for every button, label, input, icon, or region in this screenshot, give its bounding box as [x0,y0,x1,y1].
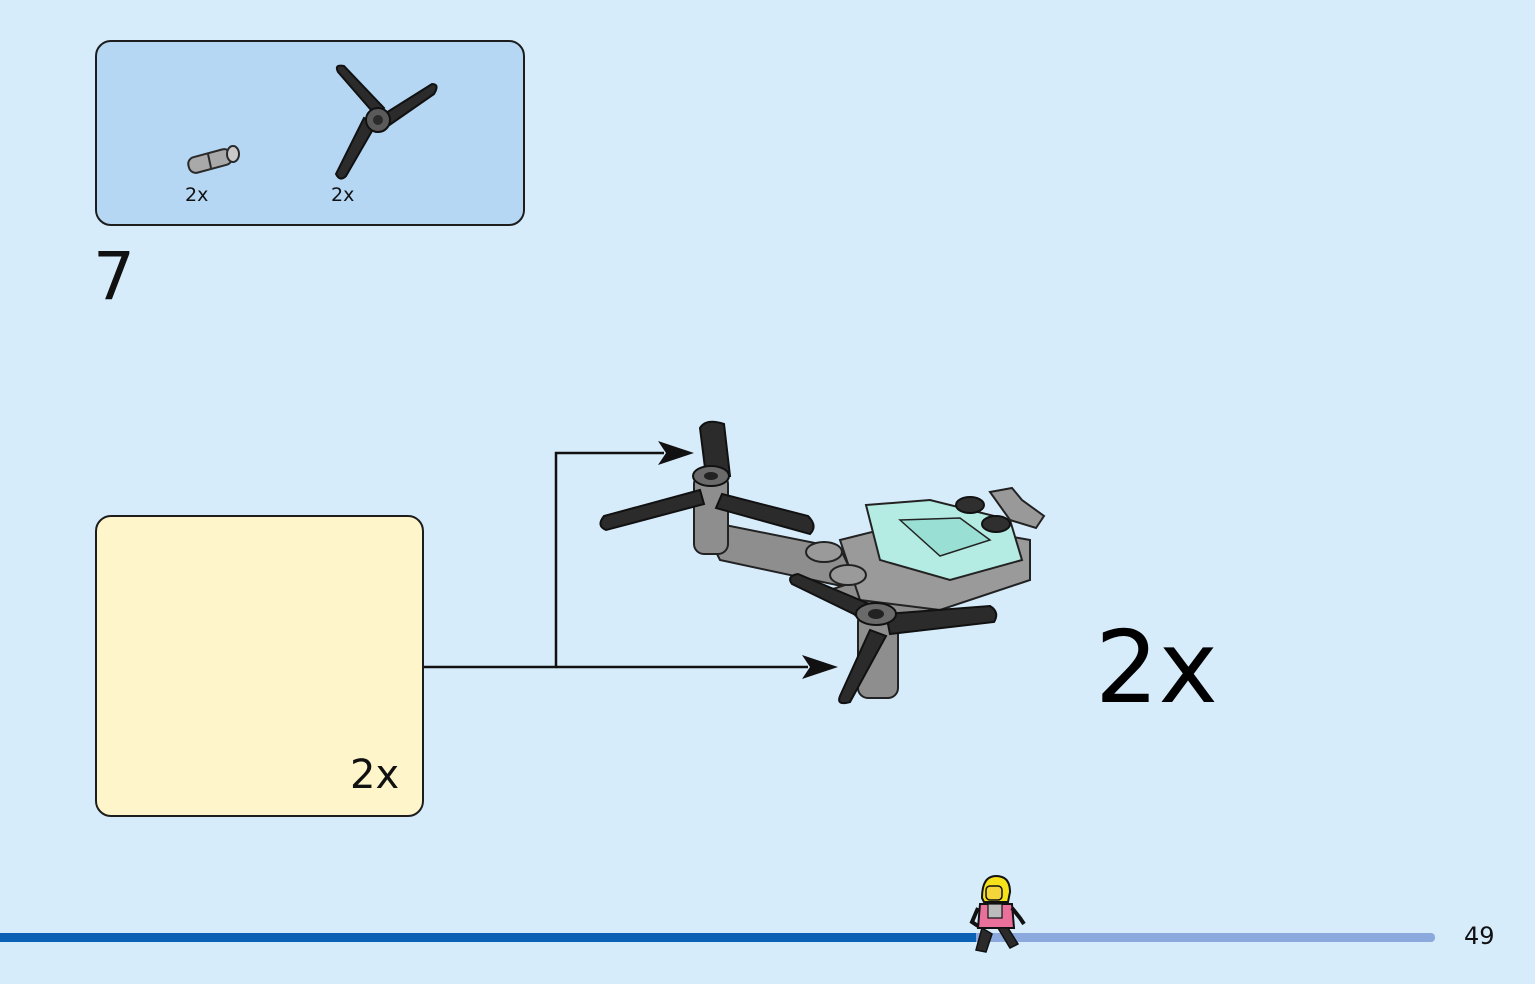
minifigure-progress-icon [969,874,1026,953]
propeller-icon [334,64,438,180]
main-assembly-quantity: 2x [1095,609,1218,726]
drone-model [599,420,1046,705]
pin-icon [187,145,240,174]
progress-bar [0,933,1435,942]
arrow-top [658,441,694,465]
sub-assembly-quantity: 2x [350,752,400,798]
callout-lines [424,441,838,679]
arrow-bottom [802,655,838,679]
step-number: 7 [93,238,135,315]
sub-assembly-box [95,515,424,817]
page-number: 49 [1464,922,1495,950]
propeller-quantity: 2x [331,184,355,206]
pin-quantity: 2x [185,184,209,206]
parts-list-box [95,40,525,226]
